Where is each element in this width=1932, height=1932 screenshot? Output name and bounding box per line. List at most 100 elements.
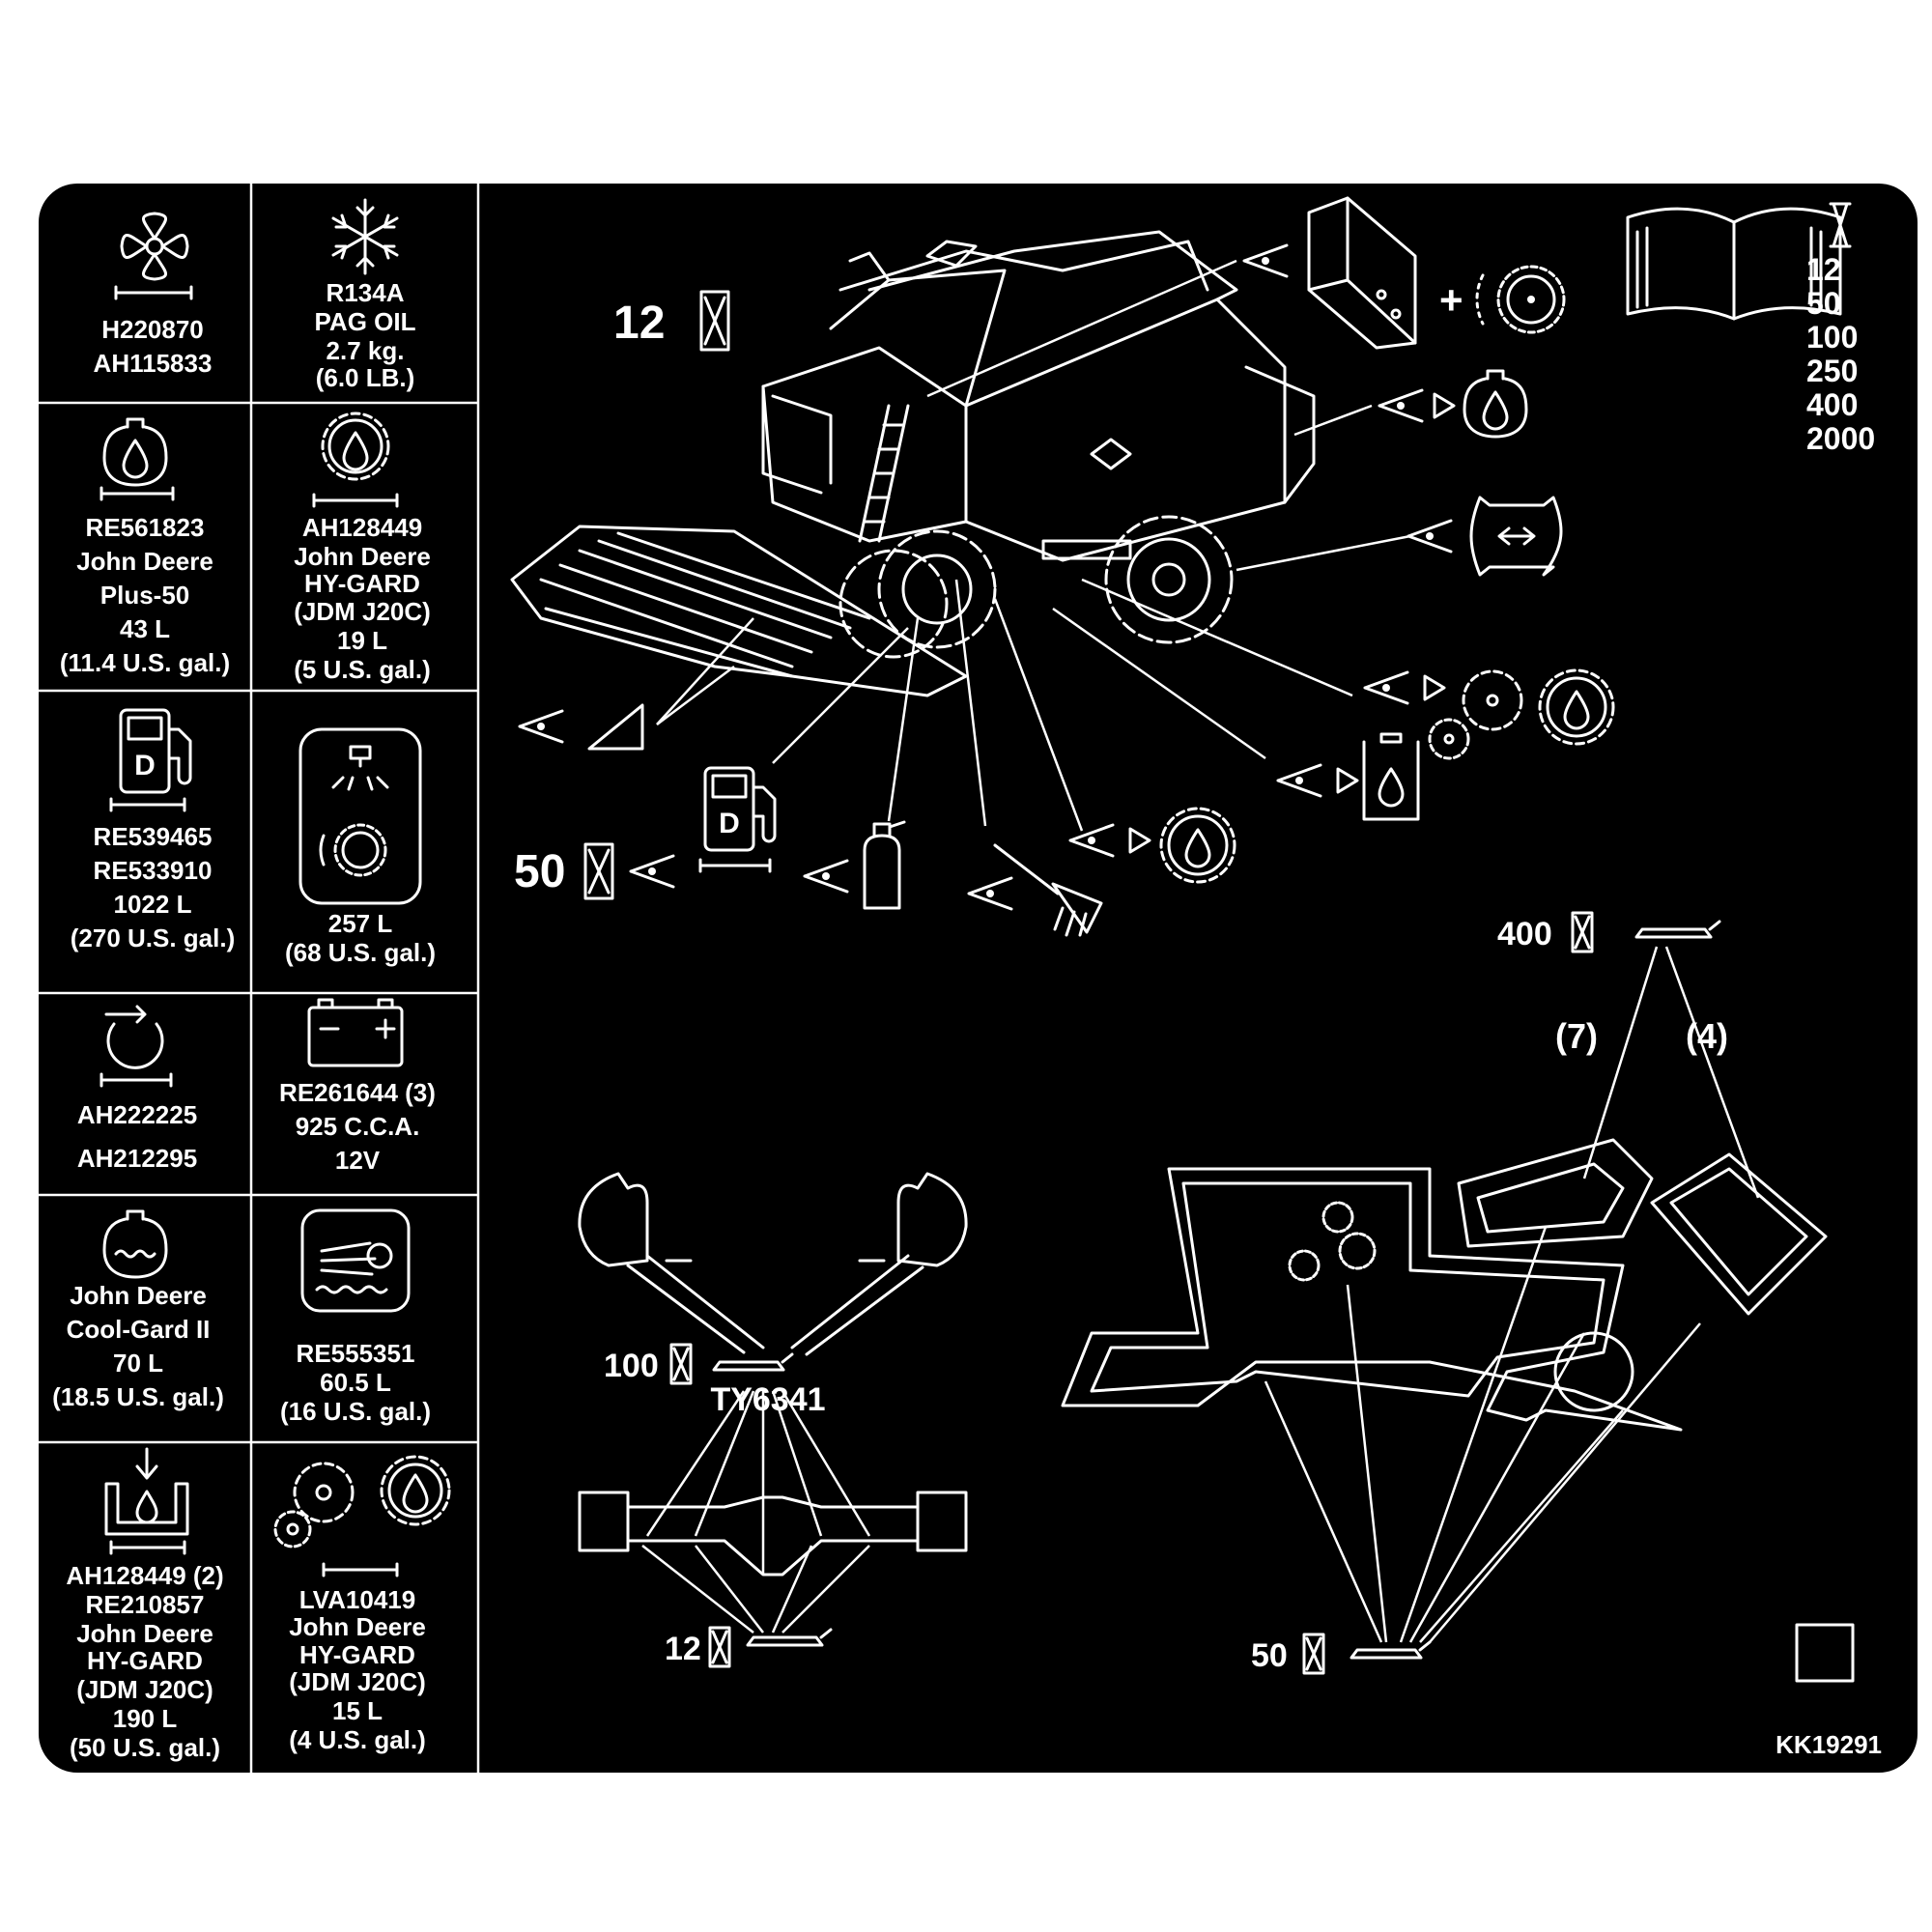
interval-12-axle-label: 12 xyxy=(665,1631,701,1667)
hydraulic-oil-line-4: (JDM J20C) xyxy=(294,597,431,626)
interval-400-label: 400 xyxy=(1497,916,1552,952)
interval-50: 50 xyxy=(1806,286,1841,321)
interval-250: 250 xyxy=(1806,354,1858,388)
header-slope-icon xyxy=(587,703,644,751)
coolant-line-3: 70 L xyxy=(113,1349,163,1378)
hydraulic-reservoir-icon xyxy=(1362,732,1420,821)
hourglass-icon xyxy=(699,290,730,352)
fan-filter-icon xyxy=(120,212,189,281)
inspect-icon xyxy=(1276,763,1322,798)
cleaning-fluid-line-1: RE555351 xyxy=(297,1339,415,1368)
gear-oil-drop-icon xyxy=(321,412,390,481)
hydraulic-oil-line-2: John Deere xyxy=(294,542,431,571)
coolant-line-1: John Deere xyxy=(70,1281,207,1310)
gearcase-line-2: John Deere xyxy=(289,1612,426,1641)
engine-oil-line-3: Plus-50 xyxy=(100,581,190,610)
cell-gearcase: LVA10419 John Deere HY-GARD (JDM J20C) 1… xyxy=(273,1455,451,1754)
refrigerant-line-1: R134A xyxy=(327,278,405,307)
refrigerant-line-2: PAG OIL xyxy=(315,307,416,336)
inspect-icon xyxy=(1406,519,1453,554)
cab-filter-line-1: H220870 xyxy=(101,315,204,344)
operator-manual-icon xyxy=(1626,207,1842,321)
engine-oil-level-icon xyxy=(1463,369,1528,439)
transmission-line-7: (50 U.S. gal.) xyxy=(70,1733,220,1762)
check-arrow-icon xyxy=(1128,827,1151,854)
part-number-marker-icon xyxy=(109,1540,186,1555)
cleaning-fluid-line-2: 60.5 L xyxy=(320,1368,391,1397)
hydraulic-oil-line-5: 19 L xyxy=(337,626,387,655)
gearcase-line-6: (4 U.S. gal.) xyxy=(289,1725,426,1754)
interval-100-label: 100 xyxy=(604,1348,659,1384)
count-7-label: (7) xyxy=(1555,1016,1598,1056)
cell-air-filter: AH222225 AH212295 xyxy=(77,1005,197,1173)
cell-cleaning-fluid: RE555351 60.5 L (16 U.S. gal.) xyxy=(280,1208,431,1426)
air-filter-line-2: AH212295 xyxy=(77,1144,197,1173)
hydraulic-oil-line-1: AH128449 xyxy=(302,513,422,542)
fuel-line-2: RE533910 xyxy=(94,856,213,885)
part-number-marker-icon xyxy=(109,797,186,812)
fuel-pump-icon: D xyxy=(703,766,777,852)
cell-battery: RE261644 (3) 925 C.C.A. 12V xyxy=(279,998,436,1175)
inspect-icon xyxy=(1363,670,1409,705)
oil-drop-icon xyxy=(102,417,168,487)
cell-water-tank: 257 L (68 U.S. gal.) xyxy=(285,727,436,967)
svg-text:D: D xyxy=(719,808,740,839)
decal-background xyxy=(39,184,1918,1773)
transmission-line-5: (JDM J20C) xyxy=(76,1675,213,1704)
hourglass-icon xyxy=(583,842,614,900)
callout-leaders xyxy=(656,259,1411,832)
inspect-icon xyxy=(803,859,849,894)
coolant-line-4: (18.5 U.S. gal.) xyxy=(52,1382,224,1411)
air-filter-line-1: AH222225 xyxy=(77,1100,197,1129)
cell-engine-oil: RE561823 John Deere Plus-50 43 L (11.4 U… xyxy=(60,417,230,677)
water-tank-line-1: 257 L xyxy=(328,909,393,938)
fire-extinguisher-icon xyxy=(863,820,906,910)
inspect-icon xyxy=(967,876,1013,911)
hourglass-icon xyxy=(1571,911,1594,953)
gearcase-line-3: HY-GARD xyxy=(299,1640,415,1669)
hourglass-icon xyxy=(1302,1633,1325,1675)
part-number-marker-icon xyxy=(114,285,193,300)
interval-50-frame-label: 50 xyxy=(1251,1637,1288,1674)
cell-refrigerant: R134A PAG OIL 2.7 kg. (6.0 LB.) xyxy=(315,198,416,392)
grease-part-label: TY6341 xyxy=(710,1381,825,1418)
hourglass-icon xyxy=(708,1626,731,1668)
engine-oil-line-5: (11.4 U.S. gal.) xyxy=(60,648,230,677)
part-number-marker-icon xyxy=(99,1072,173,1088)
battery-line-1: RE261644 (3) xyxy=(279,1078,436,1107)
cell-transmission: AH128449 (2) RE210857 John Deere HY-GARD… xyxy=(66,1447,224,1762)
rotary-screen-icon xyxy=(1475,265,1566,334)
hourglass-icon xyxy=(1829,202,1852,248)
refrigerant-line-3: 2.7 kg. xyxy=(327,336,405,365)
row-unit-lubrication-diagram xyxy=(1061,920,1828,1660)
part-number-marker-icon xyxy=(312,493,399,508)
plus-sign: + xyxy=(1439,277,1463,323)
check-arrow-icon xyxy=(1336,767,1359,794)
engine-oil-line-1: RE561823 xyxy=(86,513,205,542)
count-4-label: (4) xyxy=(1686,1016,1728,1056)
gearbox-drop-icon xyxy=(273,1455,451,1548)
check-arrow-icon xyxy=(1423,674,1446,701)
tire-pressure-icon xyxy=(1469,496,1563,577)
decal-id: KK19291 xyxy=(1776,1730,1882,1759)
axle-lubrication-diagram xyxy=(578,1172,968,1647)
interval-12-label: 12 xyxy=(613,298,665,349)
cotton-picker-machine xyxy=(510,230,1316,697)
engine-oil-line-2: John Deere xyxy=(76,547,213,576)
battery-line-2: 925 C.C.A. xyxy=(296,1112,420,1141)
spray-tank-icon xyxy=(298,727,422,905)
interval-100: 100 xyxy=(1806,320,1858,355)
inspect-icon xyxy=(518,709,564,744)
svg-text:D: D xyxy=(134,750,156,781)
cell-hydraulic-oil: AH128449 John Deere HY-GARD (JDM J20C) 1… xyxy=(294,412,431,684)
cleaning-brush-icon xyxy=(993,843,1103,937)
gear-drive-icon xyxy=(1428,669,1523,760)
water-tank-line-2: (68 U.S. gal.) xyxy=(285,938,436,967)
transmission-line-3: John Deere xyxy=(76,1619,213,1648)
gear-oil-drop-icon xyxy=(1159,807,1236,884)
washer-tank-icon xyxy=(300,1208,411,1313)
interval-12: 12 xyxy=(1806,252,1841,287)
battery-icon xyxy=(307,998,404,1067)
fuel-pump-icon: D xyxy=(119,708,192,794)
